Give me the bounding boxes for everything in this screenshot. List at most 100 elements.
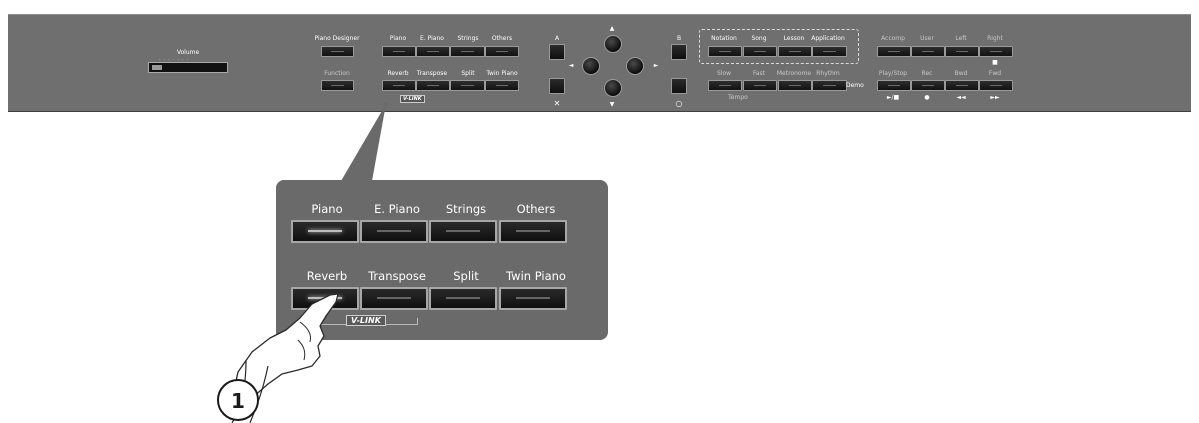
song-button[interactable] (743, 46, 777, 57)
x-button[interactable] (549, 78, 565, 94)
volume-slider-knob[interactable] (152, 65, 162, 70)
a-button[interactable] (549, 44, 565, 60)
track-label-accomp: Accomp (881, 35, 905, 42)
play-stop-icon: ►/■ (886, 94, 900, 101)
tempo-label-fast: Fast (752, 70, 766, 77)
zoom-split-button[interactable] (429, 287, 497, 310)
fast-button[interactable] (743, 80, 777, 91)
strings-button[interactable] (450, 46, 485, 57)
piano-designer-label: Piano Designer (314, 35, 360, 42)
volume-slider[interactable] (148, 62, 228, 73)
right-button[interactable] (626, 57, 644, 75)
function-label: Function (324, 70, 350, 77)
application-button[interactable] (812, 46, 847, 57)
up-arrow-icon: ▲ (609, 25, 615, 32)
zoom-vlink-label: V-LINK (346, 315, 386, 326)
piano-designer-button[interactable] (321, 46, 354, 57)
zoom-label-strings: Strings (445, 202, 487, 216)
zoom-label-e-piano: E. Piano (374, 202, 420, 216)
volume-label: Volume (176, 49, 200, 56)
tempo-label-rhythm: Rhythm (816, 70, 840, 77)
zoom-label-reverb: Reverb (306, 269, 348, 283)
control-panel: Volume ······· Piano Designer Function P… (8, 14, 1191, 112)
mode-label-song: Song (751, 35, 767, 42)
callout-anchor (384, 102, 388, 106)
callout-wedge (341, 104, 386, 181)
metronome-button[interactable] (778, 80, 812, 91)
a-label: A (554, 35, 560, 42)
effect-label-transpose: Transpose (416, 70, 448, 77)
left-button[interactable] (582, 57, 600, 75)
rec-button[interactable] (911, 80, 945, 91)
zoom-panel: Piano E. Piano Strings Others Reverb Tra… (276, 180, 608, 340)
rhythm-button[interactable] (812, 80, 847, 91)
down-button[interactable] (604, 79, 622, 97)
bwd-button[interactable] (945, 80, 979, 91)
others-button[interactable] (485, 46, 519, 57)
b-label: B (676, 35, 682, 42)
step-number: 1 (231, 389, 245, 413)
track-label-user: User (920, 35, 934, 42)
lesson-button[interactable] (778, 46, 812, 57)
accomp-button[interactable] (877, 46, 911, 57)
b-button[interactable] (671, 44, 687, 60)
twin-piano-button[interactable] (485, 80, 519, 91)
volume-scale: ······· (159, 57, 192, 63)
tone-label-others: Others (491, 35, 513, 42)
zoom-label-split: Split (453, 269, 479, 283)
mode-label-lesson: Lesson (783, 35, 805, 42)
up-button[interactable] (604, 35, 622, 53)
e-piano-button[interactable] (416, 46, 450, 57)
zoom-label-twin-piano: Twin Piano (506, 269, 566, 283)
function-button[interactable] (321, 80, 354, 91)
track-label-left: Left (955, 35, 967, 42)
o-button[interactable] (671, 78, 687, 94)
rec-icon: ● (924, 94, 930, 101)
tempo-label: Tempo (728, 94, 748, 101)
zoom-twin-piano-button[interactable] (499, 287, 567, 310)
effect-label-split: Split (461, 70, 475, 77)
split-button[interactable] (450, 80, 485, 91)
vlink-label: V-LINK (400, 95, 425, 103)
zoom-e-piano-button[interactable] (360, 220, 428, 243)
zoom-piano-button[interactable] (291, 220, 359, 243)
play-stop-button[interactable] (877, 80, 911, 91)
transport-label-play-stop: Play/Stop (878, 70, 908, 77)
down-arrow-icon: ▼ (609, 101, 615, 108)
zoom-transpose-button[interactable] (360, 287, 428, 310)
zoom-strings-button[interactable] (429, 220, 497, 243)
fwd-button[interactable] (979, 80, 1013, 91)
fwd-icon: ►► (990, 94, 1000, 101)
tone-label-e-piano: E. Piano (420, 35, 444, 42)
lock-icon: ■ (992, 59, 998, 66)
notation-button[interactable] (708, 46, 742, 57)
user-button[interactable] (911, 46, 945, 57)
o-symbol: ○ (675, 99, 683, 108)
mode-label-notation: Notation (711, 35, 737, 42)
transport-label-fwd: Fwd (988, 70, 1002, 77)
x-symbol: ✕ (553, 99, 561, 108)
step-circle (217, 379, 259, 421)
right-track-button[interactable] (979, 46, 1013, 57)
track-label-right: Right (987, 35, 1003, 42)
transport-label-rec: Rec (921, 70, 933, 77)
right-arrow-icon: ► (653, 62, 659, 69)
zoom-others-button[interactable] (499, 220, 567, 243)
transport-label-bwd: Bwd (954, 70, 968, 77)
tempo-label-slow: Slow (716, 70, 732, 77)
mode-group-frame (699, 29, 859, 64)
reverb-button[interactable] (382, 80, 416, 91)
left-arrow-icon: ◄ (568, 62, 574, 69)
transpose-button[interactable] (416, 80, 450, 91)
effect-label-twin-piano: Twin Piano (486, 70, 518, 77)
effect-label-reverb: Reverb (387, 70, 409, 77)
slow-button[interactable] (708, 80, 742, 91)
hand-icon (233, 293, 339, 399)
finger-crease (297, 321, 311, 361)
bwd-icon: ◄◄ (956, 94, 966, 101)
piano-button[interactable] (382, 46, 416, 57)
tone-label-piano: Piano (389, 35, 407, 42)
left-track-button[interactable] (945, 46, 979, 57)
